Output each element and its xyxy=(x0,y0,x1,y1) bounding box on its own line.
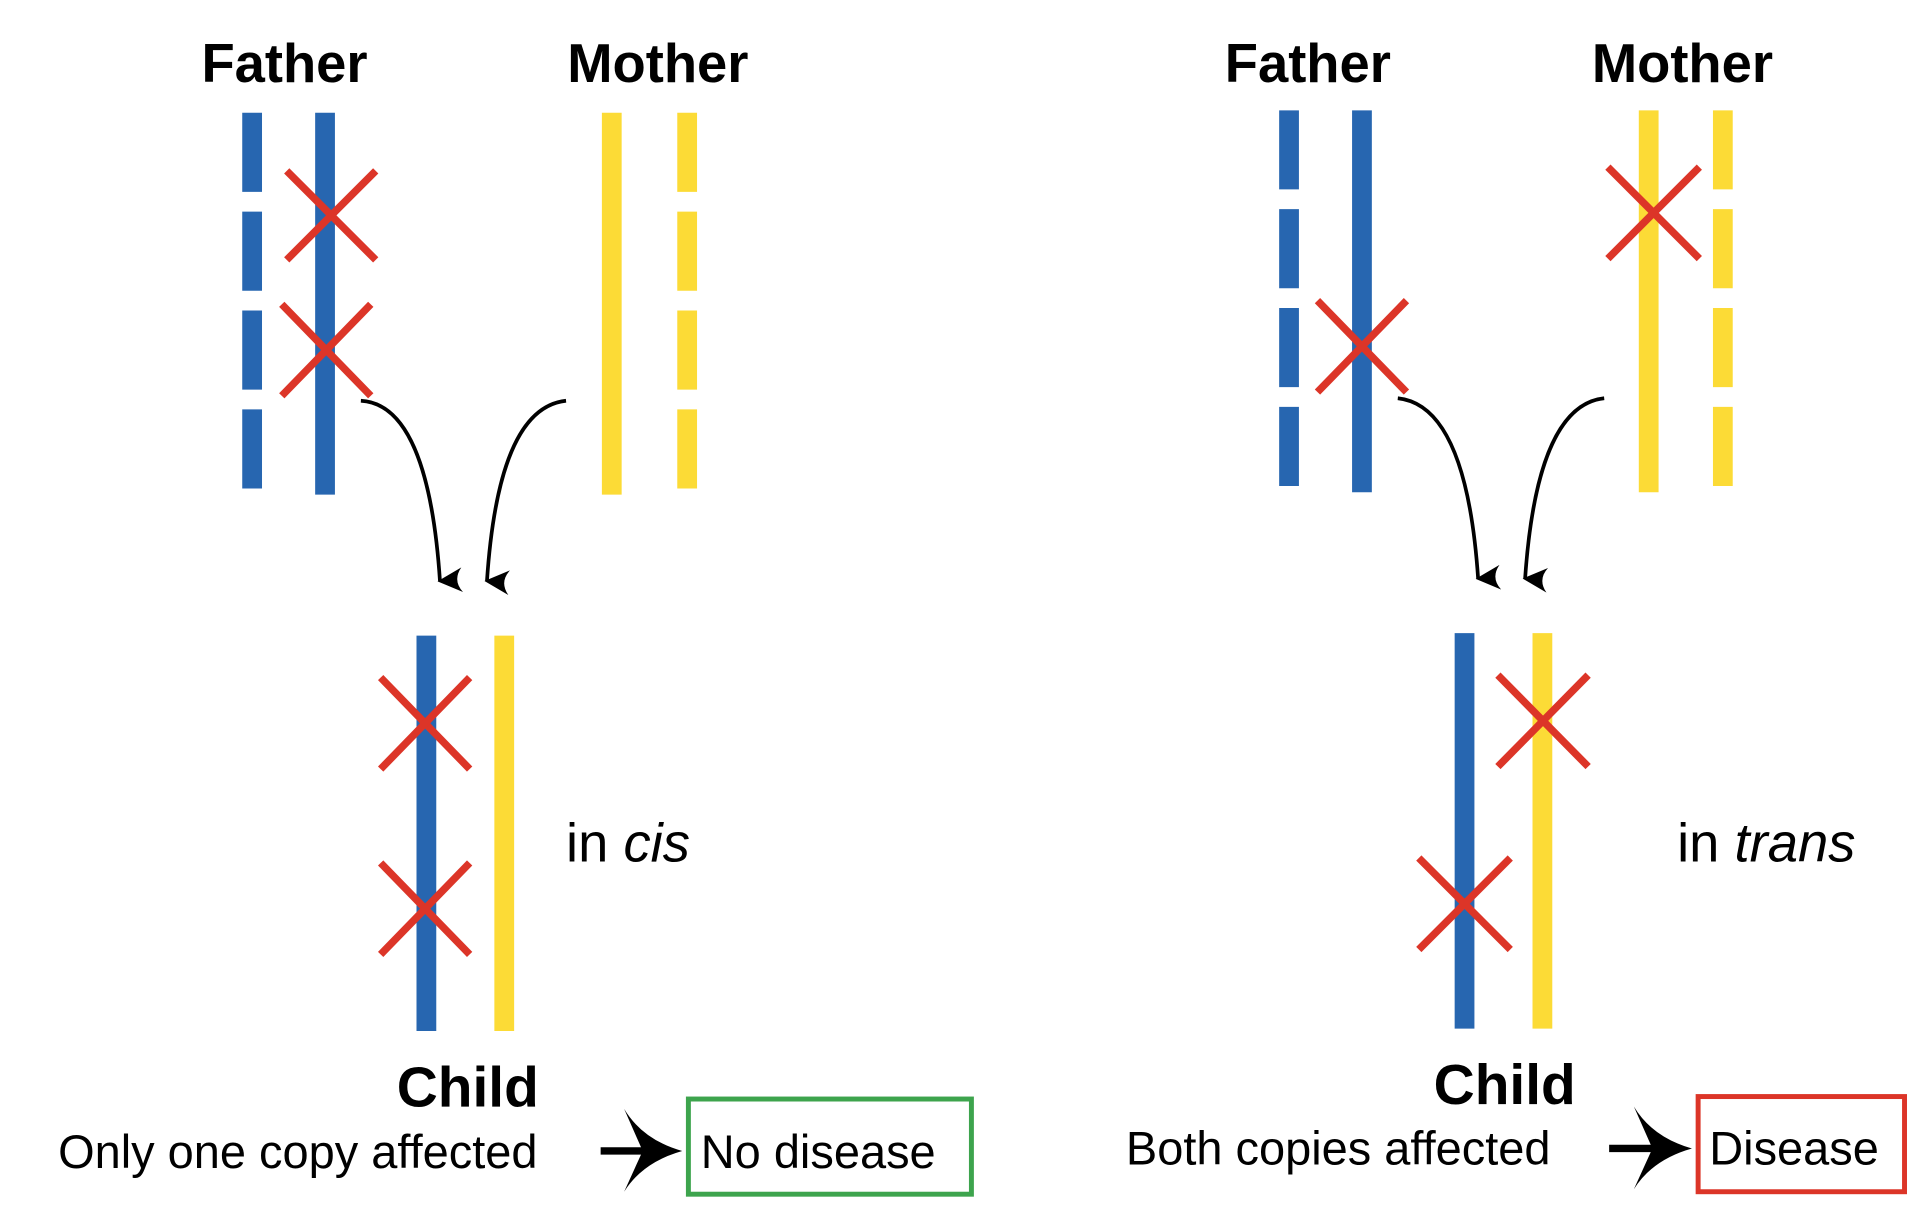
child-label: Child xyxy=(397,1056,539,1119)
mode-label-trans: in trans xyxy=(1677,813,1855,874)
mutation-x-icon xyxy=(1495,672,1591,770)
father-label: Father xyxy=(1225,33,1391,94)
mutation-x-icon xyxy=(1416,855,1513,953)
mutation-x-icon xyxy=(279,301,374,399)
panel-trans: Father Mother xyxy=(1126,33,1907,1195)
arrow-right-icon xyxy=(1609,1106,1692,1190)
mode-label-cis: in cis xyxy=(566,813,690,874)
mutation-x-icon xyxy=(377,675,473,772)
mutation-x-icon xyxy=(284,168,379,263)
mother-label: Mother xyxy=(567,33,748,94)
mutation-x-icon xyxy=(377,860,473,958)
child-label: Child xyxy=(1434,1054,1576,1117)
arrow-right-icon xyxy=(600,1108,683,1192)
mother-label: Mother xyxy=(1592,33,1773,94)
result-label: Disease xyxy=(1709,1122,1879,1175)
result-box-disease xyxy=(1695,1094,1907,1195)
inheritance-arrow-mother xyxy=(1522,396,1605,593)
inheritance-arrow-father xyxy=(1397,396,1502,590)
outcome-text: Only one copy affected xyxy=(58,1125,537,1178)
inheritance-arrow-father xyxy=(360,398,464,593)
inheritance-arrow-mother xyxy=(484,398,567,596)
result-label: No disease xyxy=(701,1125,936,1178)
result-box-no-disease xyxy=(685,1096,974,1197)
mutation-x-icon xyxy=(1314,298,1410,395)
mutation-x-icon xyxy=(1605,164,1702,262)
outcome-text: Both copies affected xyxy=(1126,1122,1551,1175)
panel-cis: Father Mother xyxy=(58,33,974,1197)
father-label: Father xyxy=(201,33,367,94)
